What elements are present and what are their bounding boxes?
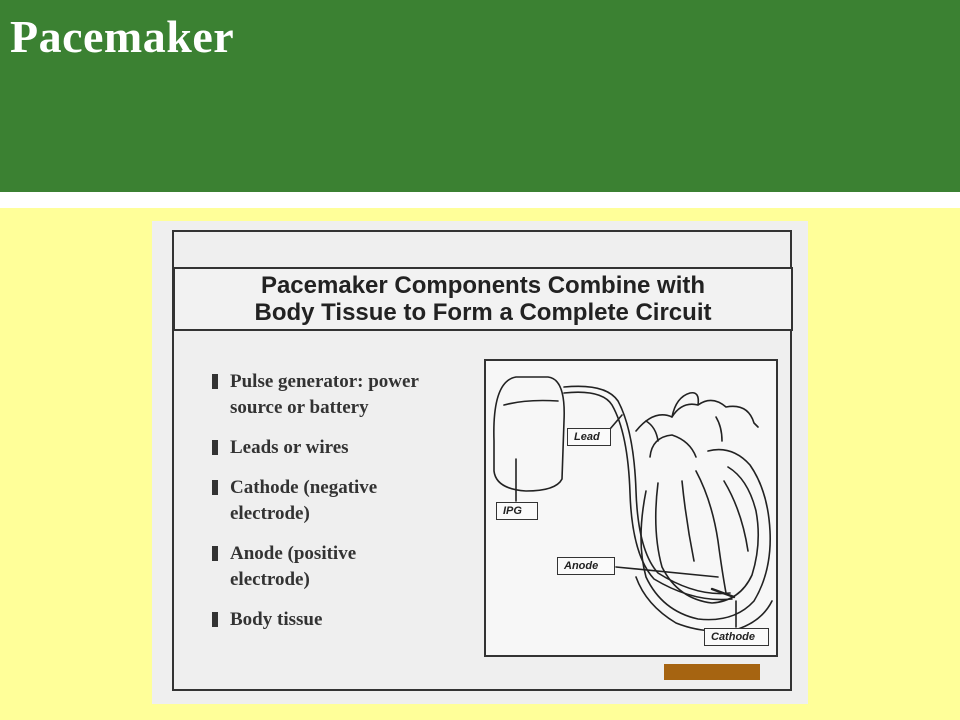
bullet-text-line-1: Cathode (negative bbox=[230, 477, 378, 498]
lead-leader bbox=[609, 414, 623, 430]
bullet-text-line-1: Body tissue bbox=[230, 609, 323, 630]
heart-outline bbox=[635, 399, 759, 432]
slide-heading: Pacemaker Components Combine with Body T… bbox=[173, 267, 793, 331]
page-title: Pacemaker bbox=[10, 11, 235, 62]
heart-diagram: Lead IPG Anode Cathode bbox=[484, 359, 778, 657]
slide-frame bbox=[172, 230, 792, 691]
redaction-bar bbox=[664, 664, 760, 680]
bullet-anode: Anode (positive electrode) bbox=[210, 541, 480, 593]
ipg-label: IPG bbox=[496, 502, 538, 520]
pulse-generator-shape bbox=[493, 376, 565, 492]
anode-label: Anode bbox=[557, 557, 615, 575]
bullet-text-line-2: electrode) bbox=[230, 569, 310, 590]
bullet-body-tissue: Body tissue bbox=[210, 607, 480, 633]
cathode-label: Cathode bbox=[704, 628, 769, 646]
anode-leader bbox=[615, 566, 719, 578]
bullet-cathode: Cathode (negative electrode) bbox=[210, 475, 480, 527]
divider-strip bbox=[0, 192, 960, 208]
bullet-pulse-generator: Pulse generator: power source or battery bbox=[210, 369, 480, 421]
bullet-text-line-2: electrode) bbox=[230, 503, 310, 524]
title-bar: Pacemaker bbox=[0, 0, 960, 192]
slide-image: Pacemaker Components Combine with Body T… bbox=[152, 221, 808, 704]
slide-heading-line-2: Body Tissue to Form a Complete Circuit bbox=[254, 299, 712, 326]
bullet-text-line-1: Leads or wires bbox=[230, 437, 349, 458]
lead-wire bbox=[563, 385, 731, 595]
bullet-text-line-1: Anode (positive bbox=[230, 543, 357, 564]
bullet-list: Pulse generator: power source or battery… bbox=[210, 369, 480, 647]
lead-label: Lead bbox=[567, 428, 611, 446]
slide-heading-line-1: Pacemaker Components Combine with bbox=[260, 272, 706, 299]
bullet-leads: Leads or wires bbox=[210, 435, 480, 461]
bullet-text-line-2: source or battery bbox=[230, 397, 369, 418]
bullet-text-line-1: Pulse generator: power bbox=[230, 371, 419, 392]
